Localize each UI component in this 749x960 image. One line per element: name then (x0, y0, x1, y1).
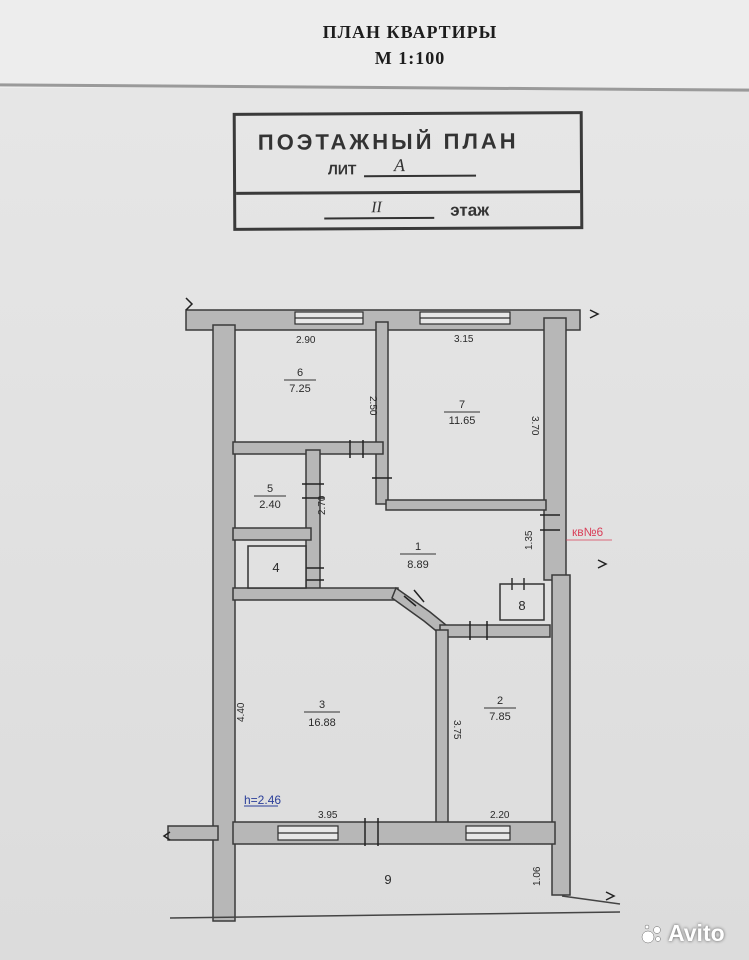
dim-room7-depth: 3.70 (529, 416, 540, 436)
dim-room6-depth: 2.50 (367, 396, 378, 416)
room-5-number: 5 (267, 483, 273, 495)
plan-title: ПЛАН КВАРТИРЫ (322, 22, 498, 42)
wall-right-lower (551, 574, 571, 896)
balcony-edge (169, 911, 621, 919)
wall-2-top (439, 624, 551, 638)
windows (277, 311, 511, 841)
dim-room2-width: 2.20 (490, 810, 510, 821)
room-3-number: 3 (319, 699, 325, 711)
balcony-railing (561, 895, 621, 905)
wall-right-upper (543, 317, 567, 581)
avito-logo-icon (641, 924, 661, 944)
room-6-number: 6 (297, 367, 303, 379)
room-4-number: 4 (272, 560, 279, 575)
room-7-area: 11.65 (449, 415, 476, 427)
avito-watermark: Avito (668, 920, 725, 946)
room-5-area: 2.40 (259, 499, 280, 511)
room-6-area: 7.25 (289, 383, 310, 395)
wall-3-2 (435, 629, 449, 825)
dim-room7-width: 3.15 (454, 334, 474, 345)
dim-hall-depth: 2.70 (317, 495, 328, 515)
room-2-area: 7.85 (489, 711, 510, 723)
room-7-number: 7 (459, 399, 465, 411)
dim-room2-depth: 3.75 (451, 720, 462, 740)
plan-scale: М 1:100 (374, 48, 446, 68)
room-9-number: 9 (384, 872, 391, 887)
dim-balcony-depth: 1.06 (532, 866, 543, 886)
dimension-labels: 2.90 3.15 2.50 3.70 2.70 1.35 4.40 3.95 … (236, 334, 543, 886)
room-1-number: 1 (415, 541, 421, 553)
wall-7-bottom (385, 499, 547, 511)
closet-4-box (247, 545, 307, 589)
wall-5-bottom (232, 527, 312, 541)
door-marks (162, 297, 616, 901)
wall-left (212, 324, 236, 922)
wall-3-top (232, 587, 399, 601)
dim-room3-depth: 4.40 (236, 702, 247, 722)
apartment-number-note: кв№6 (572, 525, 603, 539)
ceiling-height-note: h=2.46 (244, 793, 281, 807)
room-1-area: 8.89 (407, 559, 428, 571)
wall-stub-left (167, 825, 219, 841)
wall-hall-left (305, 449, 321, 591)
closet-8-box (499, 583, 545, 621)
dim-hall-side: 1.35 (524, 530, 535, 550)
room-8-number: 8 (518, 598, 525, 613)
wall-6-7 (375, 321, 389, 505)
dim-room3-width: 3.95 (318, 810, 338, 821)
room-2-number: 2 (497, 695, 503, 707)
sheet-main (0, 88, 749, 960)
dim-room6-width: 2.90 (296, 335, 316, 346)
room-labels: 6 7.25 7 11.65 5 2.40 1 8.89 4 8 3 16.88… (254, 367, 526, 887)
sheet-top (0, 0, 749, 90)
room-3-area: 16.88 (308, 717, 336, 729)
